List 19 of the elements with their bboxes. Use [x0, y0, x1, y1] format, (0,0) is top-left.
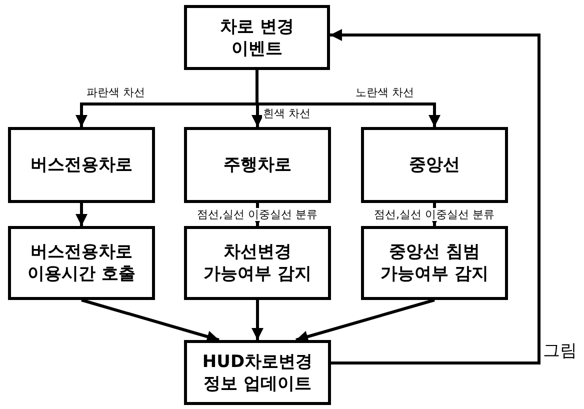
process-box: 중앙선 [361, 127, 508, 203]
process-box: 중앙선 침범 가능여부 감지 [361, 226, 508, 300]
edge-label: 파란색 차선 [86, 86, 146, 99]
process-box: HUD차로변경 정보 업데이트 [184, 340, 331, 405]
process-box: 주행차로 [184, 127, 331, 203]
arrow [81, 298, 220, 342]
arrow [330, 29, 540, 364]
edge-label: 점선,실선 이중실선 분류 [196, 208, 318, 220]
process-box: 버스전용차로 [8, 127, 155, 203]
edge-label: 흰색 차선 [262, 107, 312, 120]
process-box: 버스전용차로 이용시간 호출 [8, 226, 155, 300]
figure-label: 그림 [543, 340, 577, 362]
process-box: 차로 변경 이벤트 [184, 5, 330, 70]
process-box: 차선변경 가능여부 감지 [184, 226, 331, 300]
arrow [76, 203, 88, 226]
arrow [296, 298, 435, 342]
arrow [252, 300, 264, 340]
edge-label: 점선,실선 이중실선 분류 [373, 208, 496, 220]
edge-label: 노란색 차선 [354, 86, 415, 99]
